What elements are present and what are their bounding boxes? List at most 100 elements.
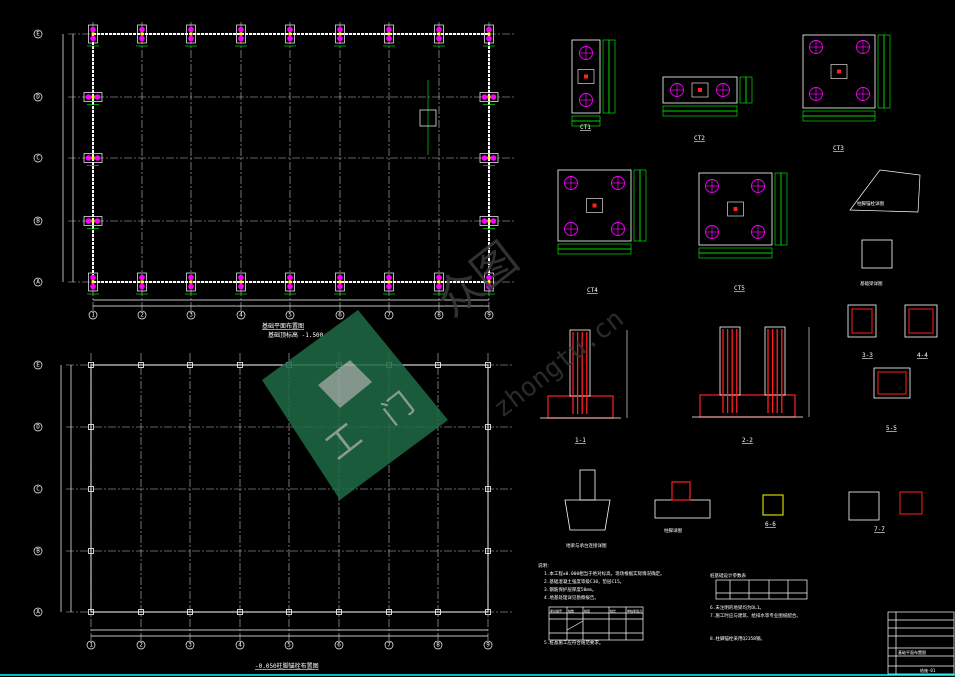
pile — [94, 155, 101, 161]
axis-bubble — [285, 310, 295, 320]
pile-cap — [236, 272, 246, 292]
dimension-chain — [608, 39, 616, 114]
table-header: 桩数 — [568, 608, 574, 613]
column-base — [88, 486, 94, 492]
pile-cap — [384, 24, 394, 44]
column-pedestal — [727, 201, 744, 217]
axis-label-column: 3 — [188, 642, 192, 649]
column-stub — [579, 469, 596, 501]
axis-bubble — [33, 29, 43, 39]
pile — [238, 283, 244, 290]
axis-label-column: 6 — [338, 312, 342, 319]
dimension-chain — [557, 248, 632, 255]
pile — [386, 274, 392, 281]
pile — [139, 26, 145, 33]
cap-label-ct4: CT4 — [587, 287, 598, 294]
axis-bubble — [484, 310, 494, 320]
dimension-chain — [571, 120, 601, 127]
column-base — [91, 156, 95, 160]
dimension-chain — [698, 247, 773, 254]
detail-title-2: 柱脚详图 — [664, 527, 682, 534]
axis-label-column: 9 — [486, 642, 490, 649]
pile — [188, 26, 194, 33]
table-header: 桩径 — [584, 608, 590, 613]
pile — [90, 274, 96, 281]
pile — [486, 283, 492, 290]
pile-cap — [479, 153, 499, 163]
column-pedestal — [830, 64, 848, 79]
dimension-chain — [602, 39, 610, 114]
pile — [481, 94, 488, 100]
title-block-drawing-title: 基础平面布置图 — [898, 649, 926, 655]
pile-cap-outline — [662, 76, 738, 104]
axis-bubble — [284, 640, 294, 650]
axis-bubble — [33, 216, 43, 226]
axis-bubble — [483, 640, 493, 650]
section-details — [540, 169, 938, 531]
dimension-chain — [780, 172, 788, 246]
pedestal-section — [719, 326, 741, 396]
column-base — [88, 609, 94, 615]
column-pedestal — [577, 69, 595, 84]
dimension-chain — [883, 34, 891, 109]
axis-label-row: D — [36, 94, 40, 101]
axis-label-column: 8 — [436, 642, 440, 649]
column-base — [387, 32, 391, 36]
axis-label-row: B — [36, 218, 40, 225]
pile-cap-outline — [698, 172, 773, 246]
axis-label-row: C — [36, 155, 40, 162]
pile — [238, 35, 244, 42]
pile — [94, 94, 101, 100]
dimension-chain — [662, 105, 738, 112]
column-base — [485, 362, 491, 368]
pile — [386, 26, 392, 33]
pile — [481, 155, 488, 161]
pile — [90, 35, 96, 42]
pile — [337, 26, 343, 33]
column-base — [487, 280, 491, 284]
foundation-plan-subtitle: 基础顶标高 -1.500 — [268, 331, 324, 339]
pile-cap — [484, 24, 494, 44]
note-line: 5.桩基施工应符合规范要求。 — [544, 639, 603, 646]
column-base — [485, 424, 491, 430]
axis-label-row: B — [36, 548, 40, 555]
axis-label-row: E — [36, 362, 40, 369]
pile — [139, 274, 145, 281]
column-base — [237, 609, 243, 615]
dimension-chain — [802, 115, 876, 122]
axis-bubble — [433, 640, 443, 650]
anchor-bolts — [837, 69, 841, 74]
pedestal-section — [764, 326, 786, 396]
pile-cap — [479, 216, 499, 226]
pile-cap-outline — [571, 39, 601, 114]
dimension-chain — [662, 110, 738, 117]
axis-bubble — [33, 607, 43, 617]
column-base — [138, 362, 144, 368]
column-base — [140, 280, 144, 284]
pile-cap — [137, 272, 147, 292]
dimension-chain — [633, 169, 641, 242]
right-notes-heading: 桩基础设计参数表 — [710, 572, 746, 579]
dimension-chain — [774, 172, 782, 246]
axis-label-column: 2 — [139, 642, 143, 649]
column-base — [237, 362, 243, 368]
pile-cap — [83, 216, 103, 226]
dimension-chain — [557, 243, 632, 250]
table-header: 承台编号 — [550, 608, 562, 613]
axis-label-column: 7 — [387, 642, 391, 649]
cap-section — [547, 395, 614, 419]
stirrup — [851, 308, 873, 334]
weld-detail — [762, 494, 784, 516]
cap-section — [699, 394, 796, 418]
pile-cap-details — [557, 34, 891, 259]
pile — [481, 218, 488, 224]
stiffener-detail — [899, 491, 923, 515]
dimension-chain — [877, 34, 885, 109]
cap-label-ct1: CT1 — [580, 124, 591, 131]
axis-bubble — [384, 640, 394, 650]
axis-bubble — [434, 310, 444, 320]
column-base — [485, 548, 491, 554]
pile-cap — [434, 24, 444, 44]
column-base — [288, 32, 292, 36]
